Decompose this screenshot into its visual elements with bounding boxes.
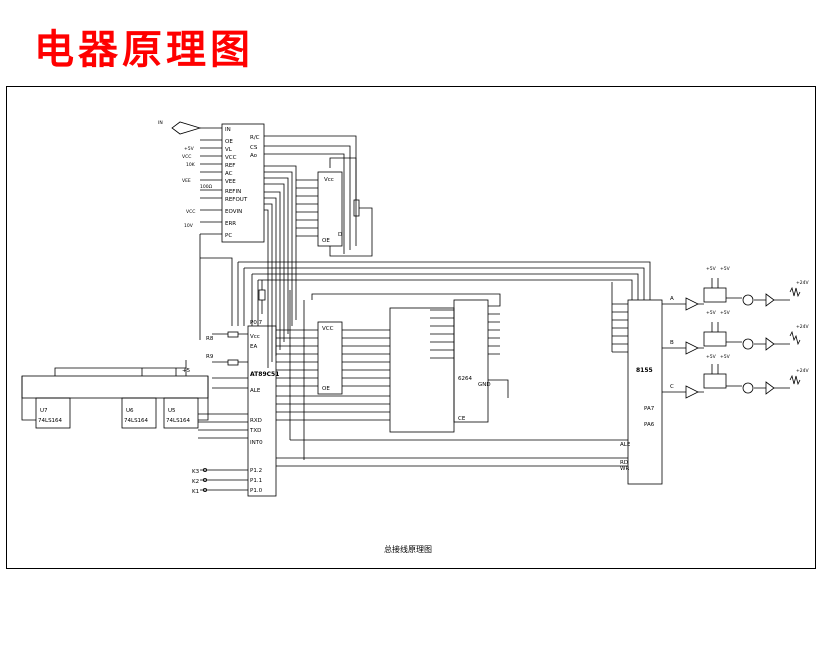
output-a-supply-right: +5V bbox=[720, 266, 731, 272]
supply-label: +5 bbox=[182, 368, 191, 374]
sram-chip bbox=[453, 299, 489, 423]
output-a-supply-left: +5V bbox=[706, 266, 717, 272]
ppi-name: 8155 bbox=[636, 367, 653, 374]
adc-pin-oe: OE bbox=[225, 139, 233, 145]
output-drivers bbox=[662, 278, 801, 399]
adc-pin-rc: R/C bbox=[250, 135, 260, 141]
mcu-name: AT89C51 bbox=[250, 371, 279, 378]
adc-ext-10v: 10V bbox=[184, 223, 194, 229]
page-title: 电器原理图 bbox=[34, 26, 254, 73]
buffer-oe: OE bbox=[322, 386, 330, 392]
output-a-load: +24V bbox=[796, 280, 809, 286]
adc-ext-10k: 10K bbox=[186, 162, 196, 168]
buffer-vcc: VCC bbox=[322, 326, 334, 332]
diagram-caption: 总接线原理图 bbox=[384, 544, 432, 554]
button-k1: K1 bbox=[192, 489, 199, 495]
adc-ext-vee: VEE bbox=[182, 178, 191, 184]
adc-pin-in: IN bbox=[225, 127, 231, 133]
mcu-pin-p11: P1.1 bbox=[250, 478, 262, 484]
mcu-header: P0.7 bbox=[250, 320, 263, 326]
shift-reg-u6-ref: U6 bbox=[126, 408, 134, 414]
shift-reg-u5-ref: U5 bbox=[168, 408, 176, 414]
mcu-pin-rxd: RXD bbox=[250, 418, 262, 424]
adc-pin-vl: VL bbox=[225, 147, 233, 153]
ppi-port-pa6: PA6 bbox=[644, 422, 655, 428]
sram-gnd: GND bbox=[478, 382, 491, 388]
adc-ext-5v: +5V bbox=[184, 146, 195, 152]
resistor-r8: R8 bbox=[206, 336, 214, 342]
resistor-latch bbox=[353, 199, 360, 217]
mcu-pin-ale: ALE bbox=[250, 388, 261, 394]
mcu-pin-vcc: Vcc bbox=[250, 334, 260, 340]
buffer-chip bbox=[317, 321, 343, 395]
ppi-pin-wr: WR bbox=[620, 466, 629, 472]
output-c-load: +24V bbox=[796, 368, 809, 374]
sram-name: 6264 bbox=[458, 376, 472, 382]
adc-pin-cs: CS bbox=[250, 145, 258, 151]
adc-pin-pc: PC bbox=[225, 233, 232, 239]
shift-reg-u6-part: 74LS164 bbox=[124, 418, 149, 424]
button-k2: K2 bbox=[192, 479, 199, 485]
output-c-supply-left: +5V bbox=[706, 354, 717, 360]
output-b-supply-right: +5V bbox=[720, 310, 731, 316]
adc-pin-err: ERR bbox=[225, 221, 236, 227]
adc-pin-vee: VEE bbox=[225, 179, 236, 185]
latch-vcc: Vcc bbox=[324, 177, 334, 183]
adc-pin-ao: Ao bbox=[250, 153, 258, 159]
adc-chip bbox=[221, 123, 265, 243]
adc-pin-vcc: VCC bbox=[225, 155, 237, 161]
adc-ext-vcc: VCC bbox=[182, 154, 191, 160]
ppi-chip bbox=[627, 299, 663, 485]
sram-ce: CE bbox=[458, 416, 466, 422]
display-row bbox=[21, 375, 209, 399]
mcu-pin-p10: P1.0 bbox=[250, 488, 263, 494]
output-b-supply-left: +5V bbox=[706, 310, 717, 316]
output-c-id: C bbox=[670, 384, 674, 390]
mcu-pin-txd: TXD bbox=[249, 428, 261, 434]
mcu-pin-int0: INT0 bbox=[250, 440, 263, 446]
adc-pin-ac: AC bbox=[225, 171, 233, 177]
adc-pin-refout: REFOUT bbox=[225, 197, 248, 203]
shift-reg-u7-part: 74LS164 bbox=[38, 418, 63, 424]
ppi-pin-ale: ALE bbox=[620, 442, 631, 448]
resistor-r9: R9 bbox=[206, 354, 214, 360]
adc-ext-vcc2: VCC bbox=[186, 209, 195, 215]
mcu-pin-ea: EA bbox=[250, 344, 257, 350]
button-k3: K3 bbox=[192, 469, 200, 475]
adc-pin-ref: REF bbox=[225, 163, 235, 169]
adc-ext-100: 100Ω bbox=[200, 184, 213, 190]
adc-pin-refin: REFIN bbox=[225, 189, 241, 195]
adc-pin-eovin: EOVIN bbox=[225, 209, 242, 215]
shift-reg-u7-ref: U7 bbox=[40, 408, 48, 414]
ppi-pin-rd: RD bbox=[620, 460, 628, 466]
mcu-pin-p12: P1.2 bbox=[250, 468, 262, 474]
output-b-load: +24V bbox=[796, 324, 809, 330]
output-c-supply-right: +5V bbox=[720, 354, 731, 360]
adc-input-label: IN bbox=[158, 120, 163, 126]
latch-oe: OE bbox=[322, 238, 330, 244]
ppi-port-pa7: PA7 bbox=[644, 406, 655, 412]
shift-reg-u5-part: 74LS164 bbox=[166, 418, 191, 424]
bus-box bbox=[389, 307, 455, 433]
mcu-chip bbox=[247, 325, 277, 497]
latch-d: D bbox=[338, 232, 342, 238]
output-b-id: B bbox=[670, 340, 674, 346]
schematic-frame bbox=[6, 86, 816, 569]
output-a-id: A bbox=[670, 296, 674, 302]
